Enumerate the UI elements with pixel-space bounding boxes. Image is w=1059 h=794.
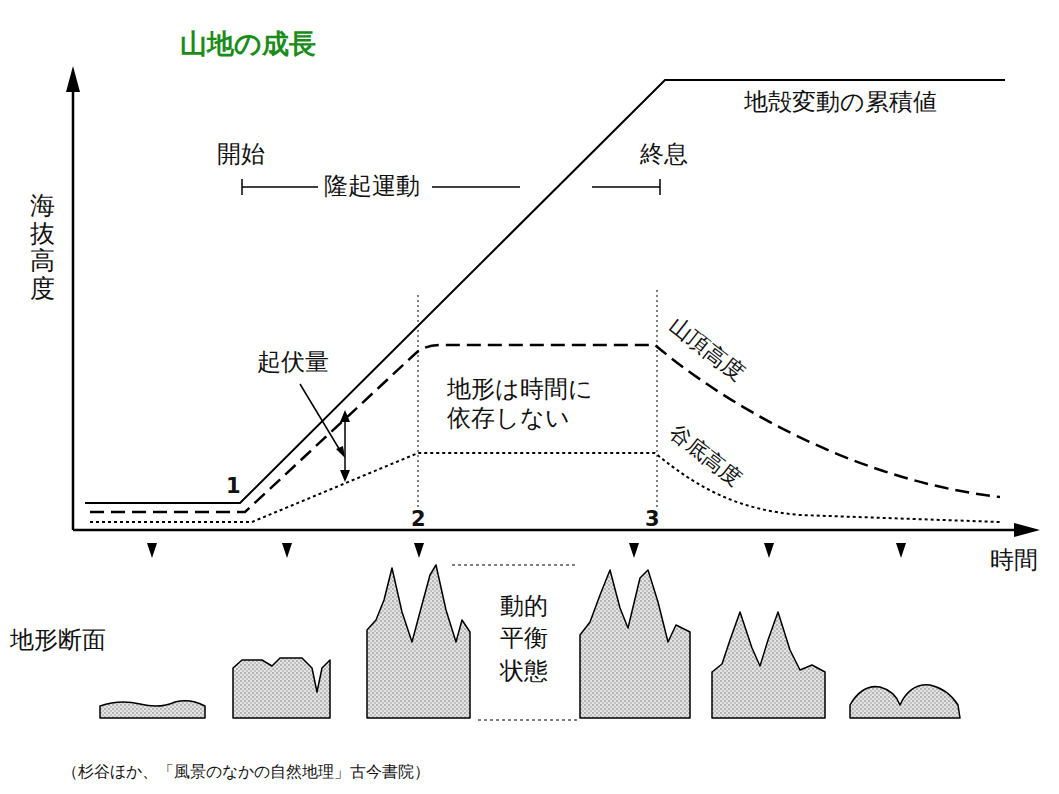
relief-arrow xyxy=(300,384,350,482)
series-label: 谷底高度 xyxy=(664,420,746,492)
series-label: 地殻変動の累積値 xyxy=(744,88,937,117)
section-label: 地形断面 xyxy=(10,626,106,655)
equilibrium-frame xyxy=(452,565,578,720)
stage-number: 1 xyxy=(226,474,241,499)
stage-label: 終息 xyxy=(640,140,688,169)
chart-title: 山地の成長 xyxy=(180,28,316,60)
note-label: 地形は時間に 依存しない xyxy=(447,375,605,433)
stage-number: 2 xyxy=(411,507,426,532)
stage-label: 隆起運動 xyxy=(324,172,420,201)
stage-number: 3 xyxy=(645,507,660,532)
callout-label: 起伏量 xyxy=(257,348,329,377)
axis-label: 海抜高度 xyxy=(30,192,55,302)
time-markers xyxy=(147,543,906,558)
uplift-bracket xyxy=(242,179,660,195)
axis-label: 時間 xyxy=(990,546,1038,575)
cumulative-line xyxy=(85,80,1005,503)
note-label: 動的 平衡 状態 xyxy=(500,590,558,687)
stage-guides xyxy=(418,290,657,508)
valley-curve xyxy=(90,453,1000,522)
series-label: 山頂高度 xyxy=(664,312,750,387)
source-caption: （杉谷ほか、「風景のなかの自然地理」古今書院） xyxy=(62,762,430,781)
stage-label: 開始 xyxy=(217,140,265,169)
landform-profiles xyxy=(100,565,960,718)
axes xyxy=(66,66,1040,537)
summit-curve xyxy=(90,345,1000,512)
